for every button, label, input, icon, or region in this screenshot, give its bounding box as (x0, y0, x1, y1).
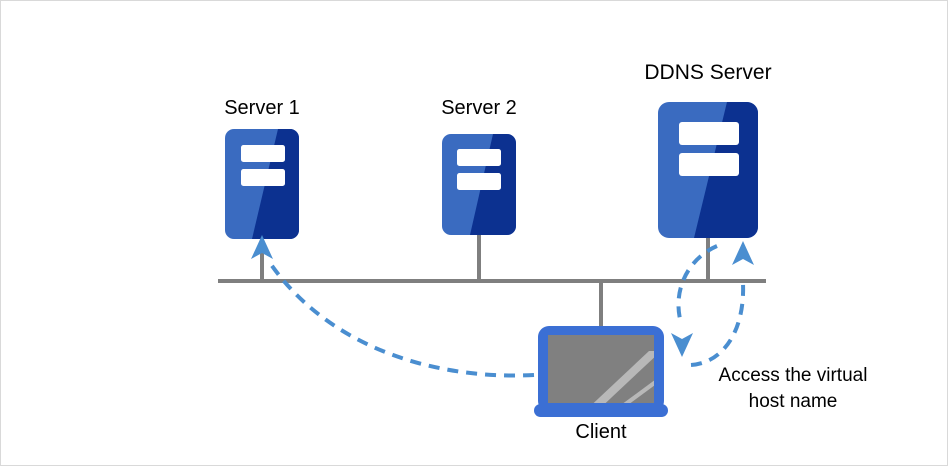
arrowhead-down-ddns (671, 333, 693, 357)
server-1-label: Server 1 (224, 97, 300, 119)
ddns-server-bar-bottom (679, 153, 739, 176)
server-1-icon[interactable] (225, 129, 299, 239)
server-2-bar-top (457, 149, 501, 166)
client-laptop-icon[interactable] (534, 326, 674, 417)
client-label: Client (575, 421, 627, 443)
access-annotation-line-2: host name (748, 391, 838, 413)
arrow-ddns-query-down (671, 244, 718, 357)
arrow-ddns-reply-up (690, 241, 754, 367)
server-1-bar-top (241, 145, 285, 162)
server-1-bar-bottom (241, 169, 285, 186)
laptop-screen-glare (593, 351, 654, 403)
ddns-server-bar-top (679, 122, 739, 145)
arrowhead-up-ddns (732, 241, 754, 265)
server-2-label: Server 2 (441, 97, 517, 119)
arrowhead-up-server1 (251, 235, 273, 259)
ddns-server-label: DDNS Server (644, 61, 772, 84)
network-bus-group (218, 235, 766, 329)
ddns-server-icon[interactable] (658, 102, 758, 238)
access-virtual-host-name-annotation: Access the virtual host name (693, 363, 893, 415)
server-2-icon[interactable] (442, 134, 516, 235)
access-annotation-line-1: Access the virtual (718, 365, 868, 386)
server-2-bar-bottom (457, 173, 501, 190)
laptop-base (534, 404, 668, 417)
arrow-client-to-server1 (251, 235, 535, 378)
